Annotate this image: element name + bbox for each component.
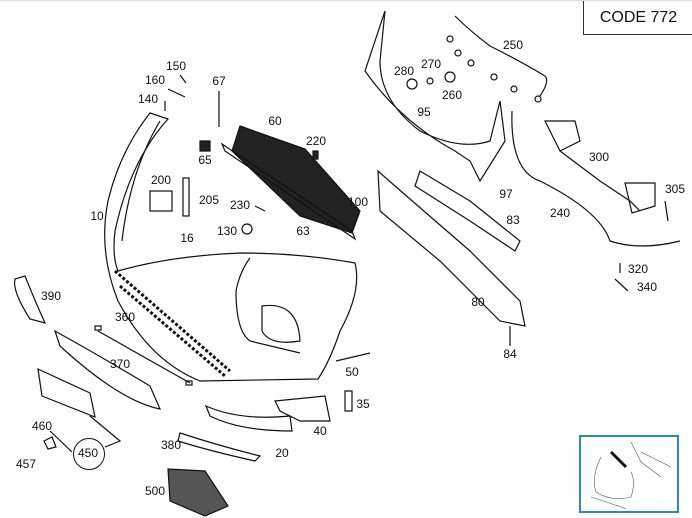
callout-83: 83 <box>506 213 520 227</box>
callout-300: 300 <box>588 150 610 164</box>
bumper-carrier <box>364 10 506 183</box>
callout-380: 380 <box>160 438 182 452</box>
fog-light-opening <box>261 304 301 343</box>
callout-500: 500 <box>144 484 166 498</box>
callout-370: 370 <box>109 357 131 371</box>
callout-200: 200 <box>150 173 172 187</box>
callout-50: 50 <box>345 365 359 379</box>
callout-63: 63 <box>296 224 310 238</box>
callout-450: 450 <box>77 446 99 460</box>
callout-460: 460 <box>31 419 53 433</box>
callout-140: 140 <box>137 92 159 106</box>
code-label: CODE 772 <box>583 1 692 35</box>
overview-thumbnail[interactable] <box>579 435 679 513</box>
callout-230: 230 <box>229 198 251 212</box>
callout-390: 390 <box>40 289 62 303</box>
callout-205: 205 <box>198 193 220 207</box>
callout-130: 130 <box>216 224 238 238</box>
grille <box>231 125 361 234</box>
callout-16: 16 <box>180 231 194 245</box>
callout-250: 250 <box>502 38 524 52</box>
callout-360: 360 <box>114 310 136 324</box>
thumbnail-preview <box>590 441 672 510</box>
wiring-harness <box>454 15 548 97</box>
callout-67: 67 <box>212 74 226 88</box>
callout-457: 457 <box>15 457 37 471</box>
callout-65: 65 <box>198 153 212 167</box>
callout-84: 84 <box>503 347 517 361</box>
callout-80: 80 <box>471 295 485 309</box>
callout-20: 20 <box>275 446 289 460</box>
callout-150: 150 <box>165 59 187 73</box>
callout-305: 305 <box>664 182 686 196</box>
callout-95: 95 <box>417 105 431 119</box>
callout-280: 280 <box>393 64 415 78</box>
lower-trim <box>53 329 162 410</box>
callout-260: 260 <box>441 88 463 102</box>
crossmember <box>377 169 526 327</box>
callout-270: 270 <box>420 57 442 71</box>
fog-grille <box>167 468 229 517</box>
bumper-cover <box>104 112 358 382</box>
callout-97: 97 <box>499 187 513 201</box>
callout-40: 40 <box>313 424 327 438</box>
callout-100: 100 <box>347 195 369 209</box>
callout-60: 60 <box>268 114 282 128</box>
callout-220: 220 <box>305 134 327 148</box>
callout-160: 160 <box>144 73 166 87</box>
callout-10: 10 <box>90 209 104 223</box>
callout-35: 35 <box>356 397 370 411</box>
callout-240: 240 <box>549 206 571 220</box>
callout-320: 320 <box>627 262 649 276</box>
callout-340: 340 <box>636 280 658 294</box>
license-plate-bracket <box>37 367 96 418</box>
kit-circle <box>73 438 105 470</box>
